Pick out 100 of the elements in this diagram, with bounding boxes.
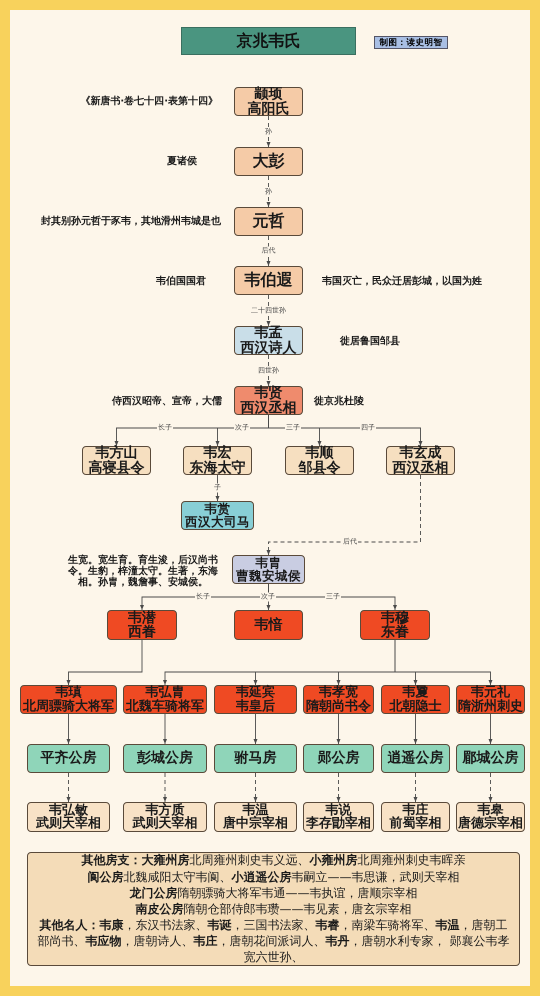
person-name: 韦弘胄 bbox=[146, 686, 184, 700]
person-name: 韦孟 bbox=[254, 326, 282, 340]
person-title: 隋浙州刺史 bbox=[458, 700, 523, 713]
connector-arrow bbox=[254, 714, 258, 744]
person-name: 韦玄成 bbox=[400, 446, 442, 460]
branch-box bbox=[381, 744, 450, 773]
person-box bbox=[181, 501, 254, 530]
person-box bbox=[386, 446, 455, 475]
person-name: 韦方质 bbox=[146, 804, 184, 817]
branch-box bbox=[123, 744, 207, 773]
person-box bbox=[234, 386, 303, 415]
connector-arrow bbox=[266, 236, 270, 266]
annotation-text: 《新唐书·卷七十四·表第十四》 bbox=[80, 94, 218, 108]
annotation-text: 封其别孙元哲于豕韦，其地滑州韦城是也 bbox=[41, 214, 221, 228]
person-title: 武则天宰相 bbox=[132, 817, 198, 830]
person-title: 唐德宗宰相 bbox=[458, 817, 523, 830]
person-title: 西汉大司马 bbox=[185, 516, 250, 528]
person-box bbox=[303, 802, 374, 832]
person-box bbox=[107, 610, 177, 640]
connector-arrow bbox=[163, 772, 167, 802]
person-name: 韦孝宽 bbox=[319, 686, 358, 700]
person-box bbox=[123, 802, 207, 832]
person-title: 高阳氏 bbox=[248, 102, 290, 116]
branch-name: 驸马房 bbox=[234, 751, 276, 766]
branch-name: 逍遥公房 bbox=[388, 751, 444, 766]
note-text: 其他房支：大雍州房北周雍州刺史韦义远、小雍州房北周雍州刺史韦晖亲 bbox=[82, 852, 466, 869]
person-name: 颛顼 bbox=[254, 87, 282, 102]
annotation-text: 侍西汉昭帝、宣帝，大儒 bbox=[112, 394, 222, 408]
connector-arrow bbox=[488, 714, 492, 744]
person-box bbox=[381, 802, 450, 832]
person-name: 韦潜 bbox=[128, 610, 156, 625]
person-title: 东眷 bbox=[381, 625, 409, 640]
person-box bbox=[285, 446, 354, 475]
branch-name: 郧公房 bbox=[318, 751, 360, 766]
connector-arrow bbox=[163, 714, 167, 744]
person-title: 武则天宰相 bbox=[36, 817, 101, 830]
person-title: 韦皇后 bbox=[236, 700, 275, 713]
title-banner: 京兆韦氏 bbox=[181, 27, 356, 55]
person-title: 北朝隐士 bbox=[390, 700, 442, 713]
person-box bbox=[123, 685, 207, 714]
annotation-text: 韦伯国国君 bbox=[156, 274, 206, 288]
person-box bbox=[214, 685, 297, 714]
person-box bbox=[303, 685, 374, 714]
person-title: 东海太守 bbox=[190, 460, 246, 475]
branch-box bbox=[456, 744, 525, 773]
person-box bbox=[381, 685, 450, 714]
person-name: 大彭 bbox=[252, 153, 284, 170]
connector-arrow bbox=[266, 474, 421, 556]
person-box bbox=[456, 802, 525, 832]
annotation-text: 徙居鲁国邹县 bbox=[340, 334, 400, 348]
person-name: 韦宏 bbox=[204, 446, 232, 460]
person-title: 高寝县令 bbox=[88, 460, 144, 475]
person-name: 韦赏 bbox=[204, 502, 230, 516]
person-name: 韦夐 bbox=[402, 686, 428, 700]
notes-box bbox=[27, 852, 520, 966]
person-title: 西汉丞相 bbox=[240, 400, 296, 415]
person-name: 韦贤 bbox=[254, 386, 282, 400]
connector-arrow bbox=[66, 772, 70, 802]
person-name: 韦延宾 bbox=[236, 686, 275, 700]
branch-box bbox=[27, 744, 110, 773]
person-title: 邹县令 bbox=[298, 460, 340, 475]
person-name: 韦伯遐 bbox=[244, 272, 292, 289]
connector-arrow bbox=[266, 176, 270, 208]
person-name: 元哲 bbox=[252, 213, 284, 230]
person-box bbox=[234, 266, 303, 295]
credit-label: 制图：读史明智 bbox=[374, 36, 448, 49]
connector-arrow bbox=[266, 294, 270, 326]
person-box bbox=[360, 610, 430, 640]
person-box bbox=[234, 147, 303, 176]
person-box bbox=[234, 207, 303, 236]
person-box bbox=[234, 610, 303, 640]
annotation-text: 生宽。宽生育。育生浚，后汉尚书令。生豹，梓潼太守。生著，东海相。孙胄，魏詹事、安城侯。 bbox=[68, 555, 218, 588]
note-text: 龙门公房隋朝骠骑大将军韦通——韦执谊，唐顺宗宰相 bbox=[130, 884, 418, 901]
person-title: 西眷 bbox=[128, 625, 156, 640]
person-name: 韦顺 bbox=[306, 446, 334, 460]
annotation-text: 夏诸侯 bbox=[167, 154, 197, 168]
person-name: 韦胄 bbox=[256, 556, 282, 570]
note-text: 阆公房北魏咸阳太守韦阆、小逍遥公房韦嗣立——韦思谦，武则天宰相 bbox=[88, 868, 460, 885]
person-name: 韦庄 bbox=[402, 804, 428, 817]
person-title: 北魏车骑将军 bbox=[126, 700, 204, 713]
person-name: 韦愔 bbox=[254, 618, 282, 632]
person-name: 韦方山 bbox=[96, 446, 138, 460]
note-text: 南皮公房隋朝仓部侍郎韦瓒——韦见素，唐玄宗宰相 bbox=[136, 900, 412, 918]
person-title: 北周骠骑大将军 bbox=[23, 700, 114, 713]
connector-arrow bbox=[336, 772, 340, 802]
note-text: 其他名人：韦康，东汉书法家、韦诞，三国书法家、韦睿，南梁车骑将军、韦温，唐朝工部尚书、韦应物，唐朝诗人、韦庄，唐朝花间派词人、韦丹，唐朝水利专家， 郧襄公韦孝宽六世孙、 bbox=[36, 917, 510, 966]
branch-name: 郿城公房 bbox=[462, 751, 518, 766]
person-title: 西汉丞相 bbox=[392, 460, 448, 475]
connector-arrow bbox=[254, 772, 258, 802]
person-title: 唐中宗宰相 bbox=[223, 817, 288, 830]
person-name: 韦说 bbox=[326, 804, 352, 817]
person-box bbox=[234, 326, 303, 355]
person-title: 曹魏安城侯 bbox=[236, 570, 301, 582]
person-name: 韦温 bbox=[242, 804, 268, 817]
connector-arrow bbox=[266, 354, 270, 386]
branch-box bbox=[303, 744, 374, 773]
connector-arrow bbox=[414, 772, 418, 802]
person-name: 韦穆 bbox=[381, 610, 409, 625]
connector-arrow bbox=[488, 772, 492, 802]
connector-arrow bbox=[66, 714, 70, 744]
